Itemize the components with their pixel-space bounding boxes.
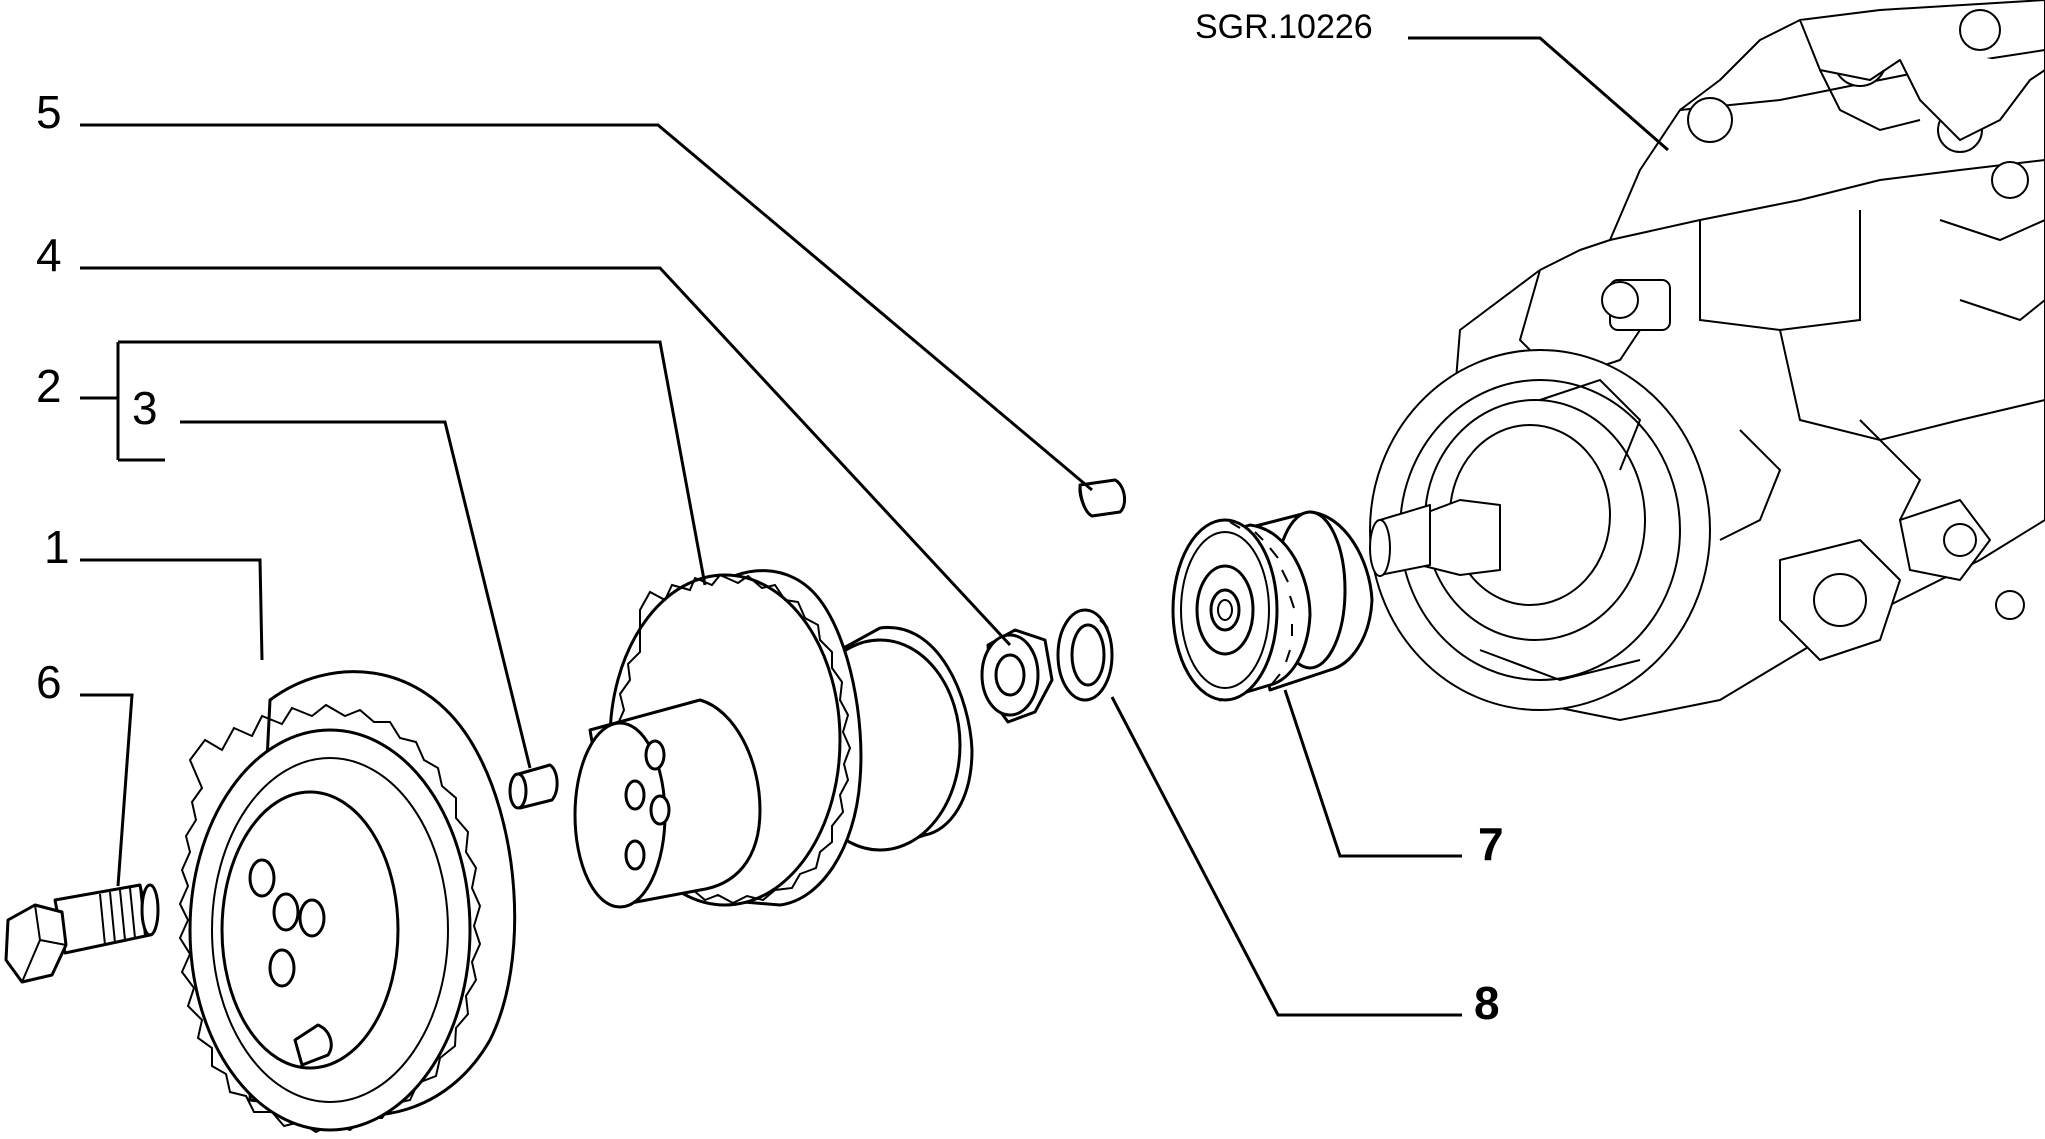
leader-lines	[80, 36, 1669, 1017]
leader-line-4	[80, 266, 1012, 647]
leader-line-6	[80, 693, 134, 887]
hex-bolt	[4, 883, 160, 984]
callout-5: 5	[36, 86, 62, 138]
leader-line-8	[1110, 696, 1462, 1017]
callout-4: 4	[36, 229, 62, 281]
leader-line-5	[80, 123, 1093, 492]
callout-7: 7	[1478, 818, 1504, 870]
leader-line-ref	[1408, 36, 1669, 152]
callout-2: 2	[36, 360, 62, 412]
injection-pump-illustration	[1369, 0, 2045, 721]
bracket-2	[80, 340, 707, 586]
leader-line-7	[1283, 689, 1462, 858]
callout-1: 1	[44, 521, 70, 573]
pump-drive-hub	[1171, 510, 1374, 702]
callout-6: 6	[36, 656, 62, 708]
callout-3: 3	[132, 382, 158, 434]
callout-8: 8	[1474, 977, 1500, 1029]
drawing-reference: SGR.10226	[1195, 8, 1373, 46]
camshaft-gear	[178, 670, 517, 1134]
intermediate-gear-assembly	[573, 569, 974, 909]
hex-nut	[980, 628, 1054, 724]
leader-line-1	[80, 558, 264, 661]
leader-line-3	[180, 420, 532, 769]
spring-washer	[1056, 608, 1114, 702]
dowel-pin	[508, 763, 559, 810]
